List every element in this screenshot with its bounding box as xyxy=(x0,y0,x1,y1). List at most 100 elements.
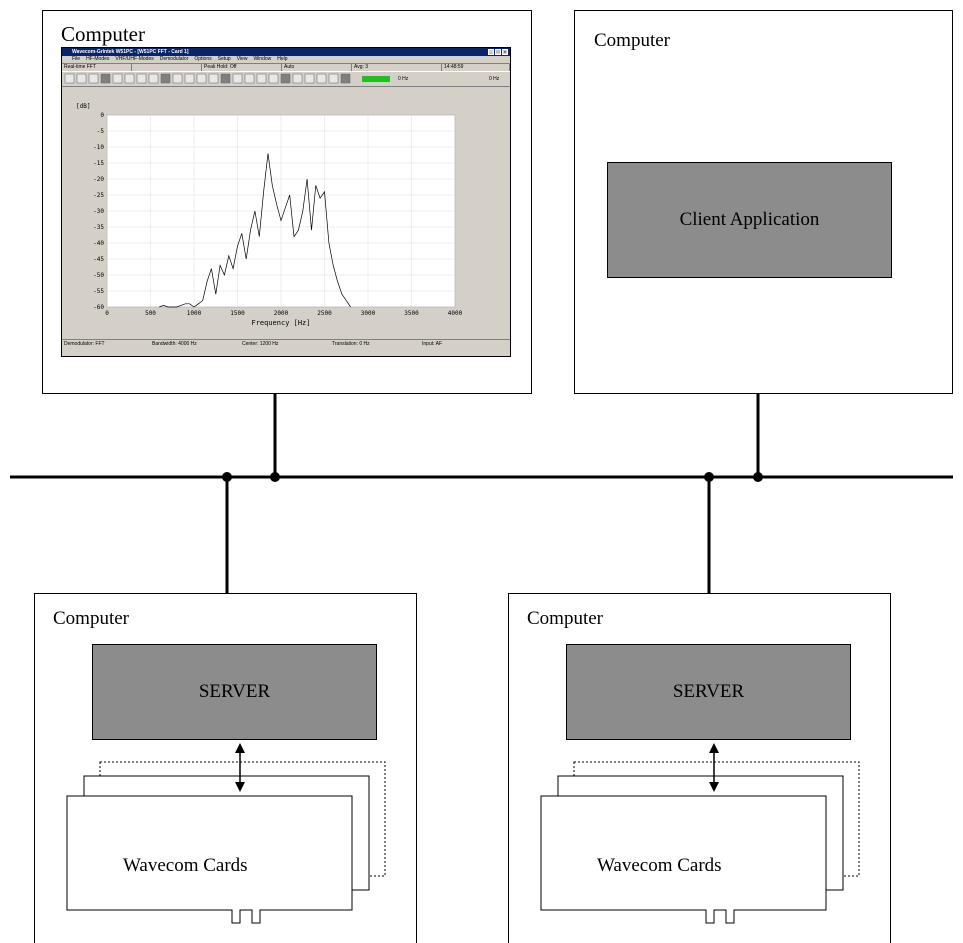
arrow-head-down xyxy=(709,782,719,792)
window-titlebar: Wavecom-Grintek W51PC - [W51PC FFT - Car… xyxy=(62,48,510,56)
computer-top-right: Computer Client Application xyxy=(574,10,953,394)
spectrum-line xyxy=(159,153,351,308)
toolbar-button-icon[interactable] xyxy=(172,73,183,84)
status-mode: Real-time FFT xyxy=(62,64,132,71)
y-tick-label: -45 xyxy=(93,256,104,263)
status-input: Input: AF xyxy=(422,341,443,347)
menu-item[interactable]: Demodulator xyxy=(159,56,189,62)
toolbar-button-icon[interactable] xyxy=(76,73,87,84)
arrow-head-up xyxy=(235,743,245,753)
computer-label: Computer xyxy=(527,608,603,629)
y-tick-label: -10 xyxy=(93,144,104,151)
x-tick-label: 3000 xyxy=(361,310,376,317)
menu-item[interactable]: HF-Modes xyxy=(86,56,110,62)
card-front xyxy=(66,795,353,924)
toolbar-button-icon[interactable] xyxy=(136,73,147,84)
status-peak-hold: Peak Hold: Off xyxy=(202,64,282,71)
toolbar: 0 Hz 0 Hz xyxy=(62,71,510,87)
toolbar-button-icon[interactable] xyxy=(340,73,351,84)
toolbar-button-icon[interactable] xyxy=(328,73,339,84)
status-bandwidth: Bandwidth: 4000 Hz xyxy=(152,341,197,347)
arrow-head-down xyxy=(235,782,245,792)
toolbar-button-icon[interactable] xyxy=(220,73,231,84)
y-tick-label: -35 xyxy=(93,224,104,231)
toolbar-button-icon[interactable] xyxy=(100,73,111,84)
y-tick-label: -50 xyxy=(93,272,104,279)
minimize-icon[interactable]: _ xyxy=(488,49,494,55)
wavecom-software-window: Wavecom-Grintek W51PC - [W51PC FFT - Car… xyxy=(61,47,511,357)
wavecom-card-stack-right xyxy=(540,743,860,924)
window-controls: _ □ × xyxy=(488,49,508,55)
computer-label: Computer xyxy=(594,30,670,51)
x-tick-label: 1500 xyxy=(230,310,245,317)
toolbar-button-icon[interactable] xyxy=(124,73,135,84)
status-blank xyxy=(132,64,202,71)
toolbar-button-icon[interactable] xyxy=(112,73,123,84)
menu-item[interactable]: Window xyxy=(253,56,272,62)
x-tick-label: 0 xyxy=(105,310,109,317)
toolbar-button-icon[interactable] xyxy=(304,73,315,84)
x-tick-label: 3500 xyxy=(404,310,419,317)
x-tick-label: 2000 xyxy=(274,310,289,317)
y-tick-label: -20 xyxy=(93,176,104,183)
close-icon[interactable]: × xyxy=(502,49,508,55)
menu-bar: File HF-Modes VHF/UHF-Modes Demodulator Opti… xyxy=(62,56,510,63)
server-box: SERVER xyxy=(566,644,851,740)
y-tick-label: -40 xyxy=(93,240,104,247)
y-tick-label: -15 xyxy=(93,160,104,167)
wavecom-card-stack-left xyxy=(66,743,386,924)
y-tick-label: 0 xyxy=(100,112,104,119)
toolbar-button-icon[interactable] xyxy=(196,73,207,84)
menu-item[interactable]: Setup xyxy=(217,56,231,62)
toolbar-button-icon[interactable] xyxy=(208,73,219,84)
status-scale: Auto xyxy=(282,64,352,71)
status-row-bottom: Demodulator: FFT Bandwidth: 4000 Hz Cent… xyxy=(62,339,510,356)
toolbar-button-icon[interactable] xyxy=(268,73,279,84)
x-axis-label: Frequency [Hz] xyxy=(251,319,310,327)
toolbar-button-icon[interactable] xyxy=(64,73,75,84)
status-center: Center: 1200 Hz xyxy=(242,341,279,347)
junction-dot xyxy=(222,472,232,482)
level-meter xyxy=(362,76,390,82)
junction-dot xyxy=(270,472,280,482)
y-tick-label: -55 xyxy=(93,288,104,295)
wavecom-cards-label-left: Wavecom Cards xyxy=(123,855,248,876)
x-tick-label: 4000 xyxy=(448,310,463,317)
freq-right: 0 Hz xyxy=(489,76,500,82)
toolbar-button-icon[interactable] xyxy=(244,73,255,84)
menu-item[interactable]: VHF/UHF-Modes xyxy=(115,56,154,62)
menu-item[interactable]: View xyxy=(236,56,248,62)
wavecom-cards-label-right: Wavecom Cards xyxy=(597,855,722,876)
x-tick-label: 2500 xyxy=(317,310,332,317)
toolbar-button-icon[interactable] xyxy=(280,73,291,84)
arrow-head-up xyxy=(709,743,719,753)
toolbar-button-icon[interactable] xyxy=(184,73,195,84)
y-tick-label: -30 xyxy=(93,208,104,215)
server-box: SERVER xyxy=(92,644,377,740)
menu-item[interactable]: Options xyxy=(194,56,212,62)
toolbar-button-icon[interactable] xyxy=(88,73,99,84)
freq-left: 0 Hz xyxy=(398,76,409,82)
y-tick-label: -5 xyxy=(97,128,105,135)
computer-label: Computer xyxy=(53,608,129,629)
y-axis-label: [dB] xyxy=(76,103,90,110)
status-translation: Translation: 0 Hz xyxy=(332,341,370,347)
menu-item[interactable]: Help xyxy=(277,56,288,62)
x-tick-label: 500 xyxy=(145,310,156,317)
computer-label: Computer xyxy=(61,22,145,46)
status-time: 14:48:59 xyxy=(442,64,510,71)
toolbar-button-icon[interactable] xyxy=(256,73,267,84)
toolbar-button-icon[interactable] xyxy=(316,73,327,84)
toolbar-button-icon[interactable] xyxy=(292,73,303,84)
toolbar-button-icon[interactable] xyxy=(160,73,171,84)
toolbar-button-icon[interactable] xyxy=(232,73,243,84)
toolbar-button-icon[interactable] xyxy=(148,73,159,84)
maximize-icon[interactable]: □ xyxy=(495,49,501,55)
y-tick-label: -60 xyxy=(93,304,104,311)
menu-item[interactable]: File xyxy=(72,56,81,62)
window-title: Wavecom-Grintek W51PC - [W51PC FFT - Car… xyxy=(72,49,189,55)
